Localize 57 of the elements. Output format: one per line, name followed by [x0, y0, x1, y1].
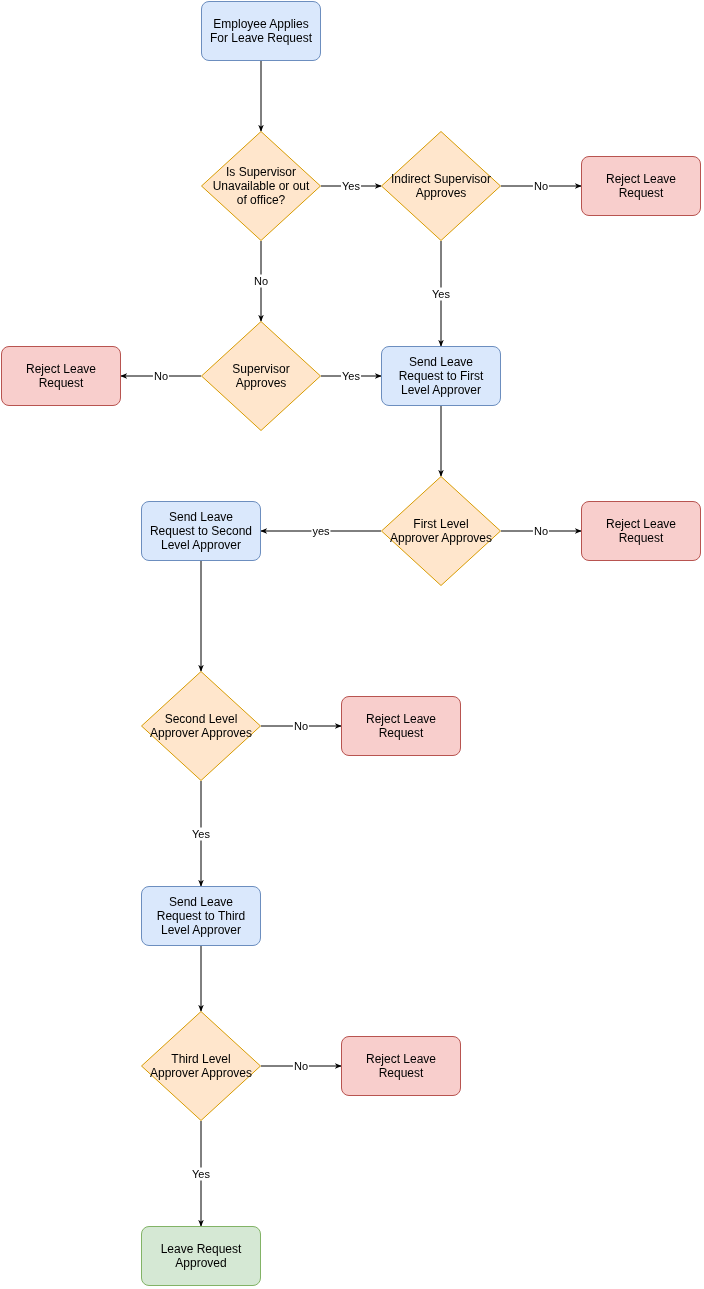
arrow [198, 560, 204, 672]
node-label: Reject Leave Request [364, 712, 437, 740]
arrow [260, 723, 342, 729]
reject-box [341, 1036, 461, 1096]
edge-label: No [532, 179, 550, 193]
edge-label: Yes [191, 1167, 211, 1180]
node-label: First Level Approver Approves [389, 517, 493, 545]
decision-diamond [141, 671, 261, 781]
node-label: Leave Request Approved [159, 1242, 243, 1270]
node-label: Indirect Supervisor Approves [389, 172, 492, 200]
node-label: Employee Applies For Leave Request [208, 17, 314, 45]
reject-box [1, 346, 121, 406]
node-label: Send Leave Request to First Level Approver [397, 355, 485, 397]
arrow [500, 183, 582, 189]
process-box [381, 346, 501, 406]
arrow [438, 240, 444, 347]
process-box [141, 886, 261, 946]
decision-diamond [381, 476, 501, 586]
decision-diamond [201, 321, 321, 431]
node-label: Reject Leave Request [604, 517, 677, 545]
decision-diamond [141, 1011, 261, 1121]
arrow [198, 780, 204, 887]
edge-label: Yes [341, 179, 361, 193]
arrow [258, 240, 264, 322]
arrow [500, 528, 582, 534]
node-label: Send Leave Request to Third Level Approver [155, 895, 247, 937]
end-box [141, 1226, 261, 1286]
arrow [258, 60, 264, 132]
node-label: Send Leave Request to Second Level Approver [148, 510, 254, 552]
edge-label: No [292, 1059, 310, 1073]
node-label: Reject Leave Request [364, 1052, 437, 1080]
arrow [260, 1063, 342, 1069]
node-label: Is Supervisor Unavailable or out of office? [211, 165, 311, 207]
arrow [438, 405, 444, 477]
edge-label: No [152, 369, 170, 383]
arrow [198, 945, 204, 1012]
node-label: Supervisor Approves [231, 362, 291, 390]
decision-diamond [381, 131, 501, 241]
decision-diamond [201, 131, 321, 241]
reject-box [341, 696, 461, 756]
node-label: Reject Leave Request [604, 172, 677, 200]
reject-box [581, 501, 701, 561]
edge-label: Yes [341, 369, 361, 383]
arrow [120, 373, 202, 379]
node-label: Third Level Approver Approves [149, 1052, 253, 1080]
edge-label: Yes [431, 287, 451, 300]
edge-label: Yes [191, 827, 211, 840]
arrow [260, 528, 382, 534]
edge-label: No [292, 719, 310, 733]
process-box [201, 1, 321, 61]
edge-label: No [252, 274, 270, 288]
arrow [198, 1120, 204, 1227]
edge-label: No [532, 524, 550, 538]
reject-box [581, 156, 701, 216]
node-label: Second Level Approver Approves [149, 712, 253, 740]
process-box [141, 501, 261, 561]
node-label: Reject Leave Request [24, 362, 97, 390]
